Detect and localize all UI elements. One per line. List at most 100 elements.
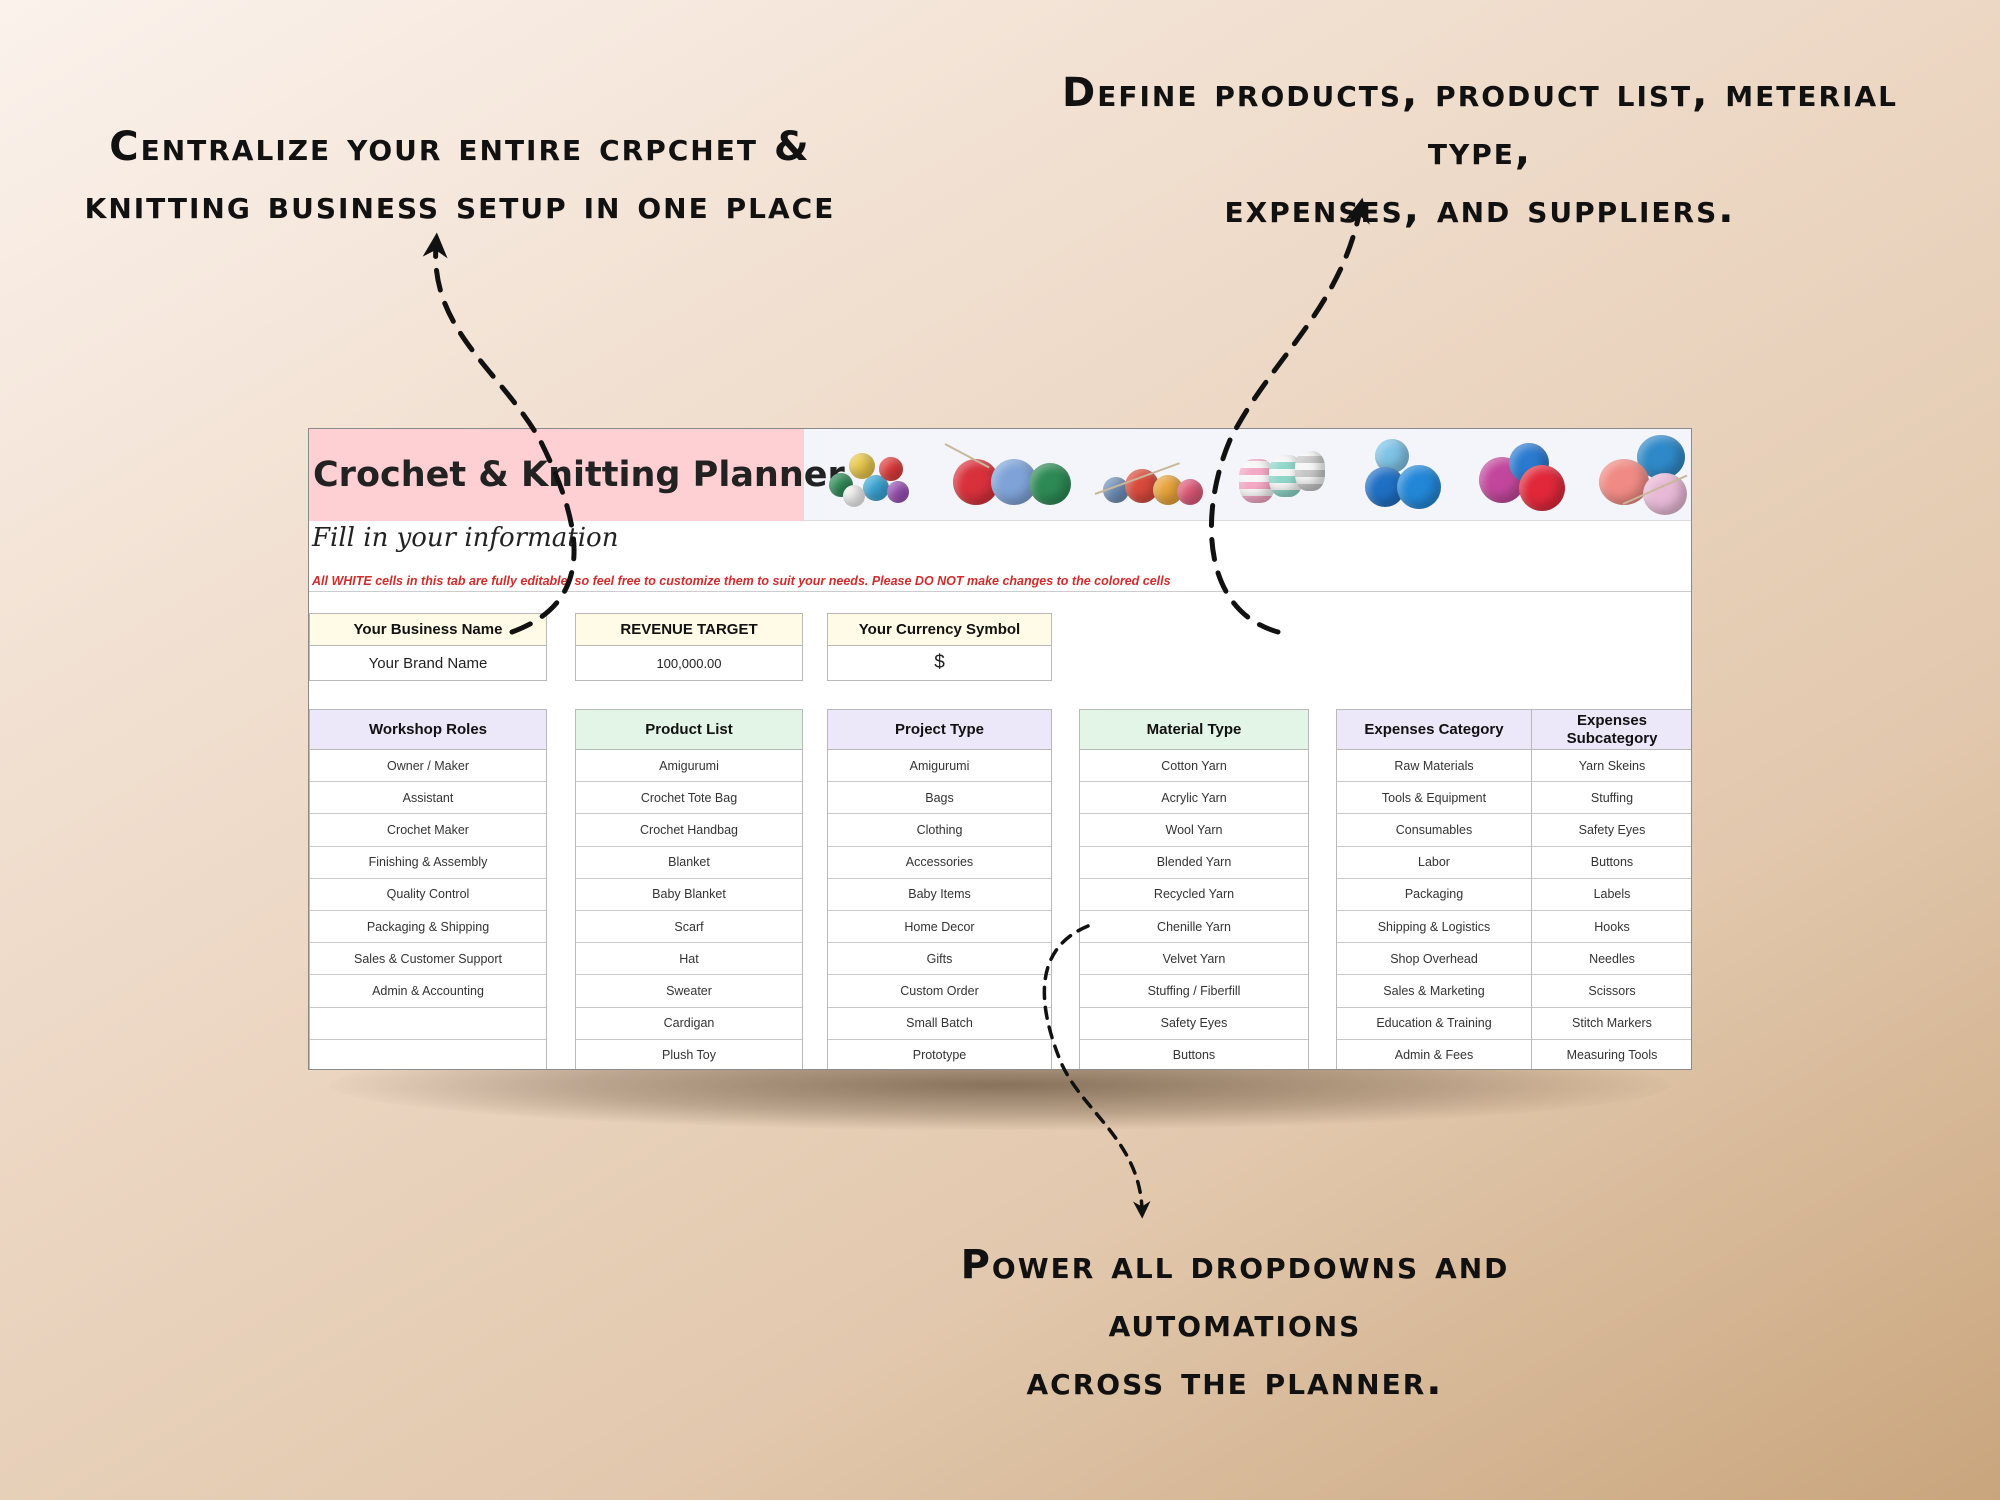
yarn-image — [1231, 433, 1331, 517]
product-list-header: Product List — [576, 710, 802, 750]
material-type-header: Material Type — [1080, 710, 1308, 750]
revenue-target-label: REVENUE TARGET — [576, 614, 802, 646]
expense-category-cell[interactable]: Tools & Equipment — [1337, 782, 1531, 815]
material-type-cell[interactable]: Blended Yarn — [1080, 847, 1308, 879]
product-cell[interactable]: Cardigan — [576, 1008, 802, 1040]
planner-title: Crochet & Knitting Planner — [313, 455, 845, 495]
expense-category-cell[interactable]: Admin & Fees — [1337, 1040, 1531, 1069]
expense-subcategory-cell[interactable]: Measuring Tools — [1532, 1040, 1691, 1069]
product-cell[interactable]: Baby Blanket — [576, 879, 802, 911]
workshop-role-cell[interactable] — [310, 1040, 546, 1069]
currency-symbol-input[interactable]: $ — [934, 652, 945, 673]
currency-symbol-block: Your Currency Symbol $ — [827, 613, 1052, 681]
material-type-cell[interactable]: Chenille Yarn — [1080, 911, 1308, 944]
material-type-cell[interactable]: Stuffing / Fiberfill — [1080, 975, 1308, 1008]
callout-centralize: Centralize your entire crpchet & knittin… — [70, 118, 850, 234]
material-type-cell[interactable]: Recycled Yarn — [1080, 879, 1308, 911]
material-type-cell[interactable]: Wool Yarn — [1080, 814, 1308, 847]
workshop-role-cell[interactable]: Crochet Maker — [310, 814, 546, 847]
callout-line: Centralize your entire crpchet & — [109, 124, 811, 170]
product-list: Product List Amigurumi Crochet Tote Bag … — [575, 709, 803, 1069]
product-cell[interactable]: Crochet Handbag — [576, 814, 802, 847]
callout-line: expenses, and suppliers. — [1224, 186, 1736, 232]
material-type-cell[interactable]: Buttons — [1080, 1040, 1308, 1069]
yarn-image — [1469, 433, 1579, 517]
product-cell[interactable]: Scarf — [576, 911, 802, 944]
expense-subcategory-cell[interactable]: Labels — [1532, 879, 1691, 911]
project-type-cell[interactable]: Accessories — [828, 847, 1051, 879]
callout-line: across the planner. — [1026, 1358, 1444, 1404]
yarn-image — [1593, 433, 1691, 517]
workshop-role-cell[interactable]: Finishing & Assembly — [310, 847, 546, 879]
expense-category-cell[interactable]: Education & Training — [1337, 1008, 1531, 1040]
callout-line: Power all dropdowns and automations — [960, 1242, 1510, 1346]
expense-category-cell[interactable]: Consumables — [1337, 814, 1531, 847]
yarn-image — [944, 433, 1075, 517]
workshop-roles-list: Workshop Roles Owner / Maker Assistant C… — [309, 709, 547, 1069]
expense-subcategory-cell[interactable]: Needles — [1532, 943, 1691, 976]
callout-define-products: Define products, product list, meterial … — [1030, 64, 1930, 238]
project-type-cell[interactable]: Custom Order — [828, 975, 1051, 1008]
workshop-role-cell[interactable]: Assistant — [310, 782, 546, 815]
product-cell[interactable]: Hat — [576, 943, 802, 976]
title-box: Crochet & Knitting Planner — [309, 429, 845, 521]
expenses-subcategory-list: Expenses Subcategory Yarn Skeins Stuffin… — [1531, 709, 1691, 1069]
expense-category-cell[interactable]: Packaging — [1337, 879, 1531, 911]
project-type-cell[interactable]: Gifts — [828, 943, 1051, 976]
workshop-role-cell[interactable]: Owner / Maker — [310, 750, 546, 783]
expense-category-cell[interactable]: Shop Overhead — [1337, 943, 1531, 976]
workshop-role-cell[interactable] — [310, 1008, 546, 1040]
workshop-roles-header: Workshop Roles — [310, 710, 546, 750]
expense-category-cell[interactable]: Sales & Marketing — [1337, 975, 1531, 1008]
expense-subcategory-cell[interactable]: Stuffing — [1532, 782, 1691, 815]
material-type-cell[interactable]: Acrylic Yarn — [1080, 782, 1308, 815]
material-type-cell[interactable]: Cotton Yarn — [1080, 750, 1308, 783]
expense-subcategory-cell[interactable]: Scissors — [1532, 975, 1691, 1008]
project-type-list: Project Type Amigurumi Bags Clothing Acc… — [827, 709, 1052, 1069]
workshop-role-cell[interactable]: Sales & Customer Support — [310, 943, 546, 976]
product-cell[interactable]: Plush Toy — [576, 1040, 802, 1069]
project-type-cell[interactable]: Clothing — [828, 814, 1051, 847]
project-type-cell[interactable]: Small Batch — [828, 1008, 1051, 1040]
expense-subcategory-cell[interactable]: Buttons — [1532, 847, 1691, 879]
material-type-list: Material Type Cotton Yarn Acrylic Yarn W… — [1079, 709, 1309, 1069]
revenue-target-input[interactable]: 100,000.00 — [656, 655, 722, 671]
expense-category-cell[interactable]: Raw Materials — [1337, 750, 1531, 783]
business-name-input[interactable]: Your Brand Name — [368, 654, 488, 672]
expense-category-cell[interactable]: Labor — [1337, 847, 1531, 879]
material-type-cell[interactable]: Velvet Yarn — [1080, 943, 1308, 976]
product-cell[interactable]: Blanket — [576, 847, 802, 879]
callout-power-dropdowns: Power all dropdowns and automations acro… — [840, 1236, 1630, 1410]
project-type-header: Project Type — [828, 710, 1051, 750]
project-type-cell[interactable]: Bags — [828, 782, 1051, 815]
expense-subcategory-cell[interactable]: Yarn Skeins — [1532, 750, 1691, 783]
yarn-image — [1355, 433, 1455, 517]
workshop-role-cell[interactable]: Quality Control — [310, 879, 546, 911]
workshop-role-cell[interactable]: Packaging & Shipping — [310, 911, 546, 944]
project-type-cell[interactable]: Baby Items — [828, 879, 1051, 911]
product-cell[interactable]: Sweater — [576, 975, 802, 1008]
project-type-cell[interactable]: Amigurumi — [828, 750, 1051, 783]
material-type-cell[interactable]: Safety Eyes — [1080, 1008, 1308, 1040]
product-cell[interactable]: Amigurumi — [576, 750, 802, 783]
expenses-subcategory-header-line: Subcategory — [1566, 729, 1658, 747]
expense-subcategory-cell[interactable]: Stitch Markers — [1532, 1008, 1691, 1040]
expenses-subcategory-header-line: Expenses — [1576, 711, 1648, 729]
expense-subcategory-cell[interactable]: Safety Eyes — [1532, 814, 1691, 847]
callout-line: knitting business setup in one place — [84, 182, 836, 228]
expense-category-cell[interactable]: Shipping & Logistics — [1337, 911, 1531, 944]
business-name-block: Your Business Name Your Brand Name — [309, 613, 547, 681]
yarn-image — [819, 433, 919, 517]
section-subtitle: Fill in your information — [312, 523, 619, 553]
project-type-cell[interactable]: Home Decor — [828, 911, 1051, 944]
project-type-cell[interactable]: Prototype — [828, 1040, 1051, 1069]
expense-subcategory-cell[interactable]: Hooks — [1532, 911, 1691, 944]
editing-note: All WHITE cells in this tab are fully ed… — [312, 574, 1171, 588]
revenue-target-block: REVENUE TARGET 100,000.00 — [575, 613, 803, 681]
business-name-label: Your Business Name — [310, 614, 546, 646]
currency-symbol-label: Your Currency Symbol — [828, 614, 1051, 646]
spreadsheet-tab: Crochet & Knitting Planner — [308, 428, 1692, 1070]
divider — [309, 591, 1691, 592]
product-cell[interactable]: Crochet Tote Bag — [576, 782, 802, 815]
workshop-role-cell[interactable]: Admin & Accounting — [310, 975, 546, 1008]
